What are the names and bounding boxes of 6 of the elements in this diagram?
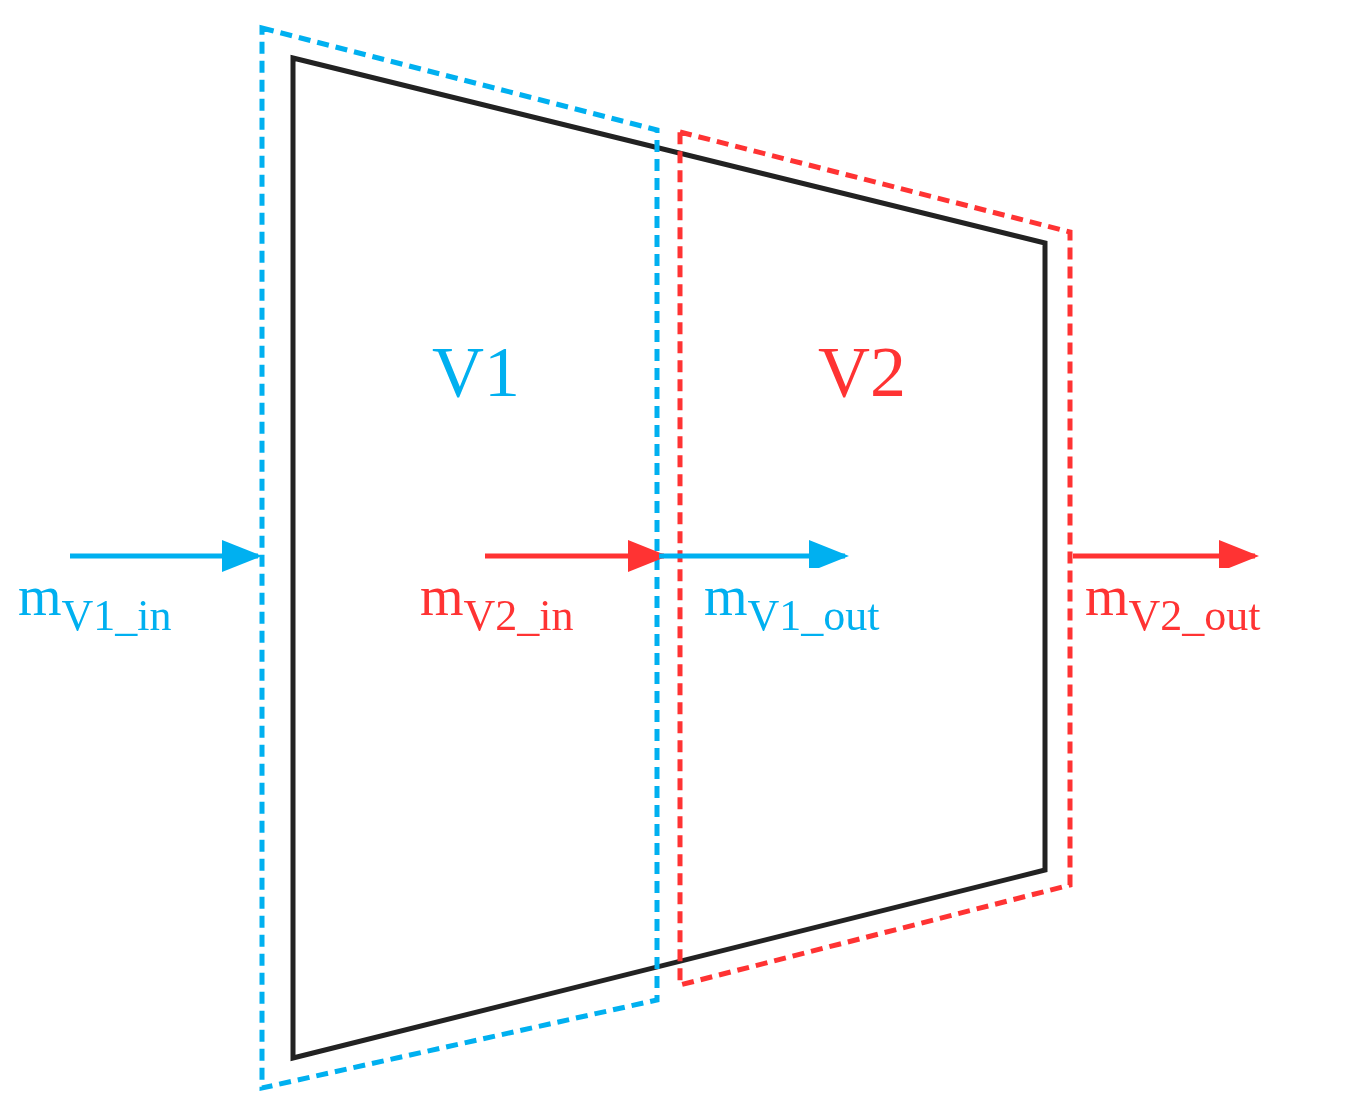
volume-label: V1 [432,336,520,408]
volume-label: V2 [818,336,906,408]
edge-label: m$_{V1_out}$ [702,568,882,639]
control-volume [680,132,1070,985]
flow-arrow [70,540,262,572]
edge-label: m$_{V2_out}$ [1083,568,1263,639]
